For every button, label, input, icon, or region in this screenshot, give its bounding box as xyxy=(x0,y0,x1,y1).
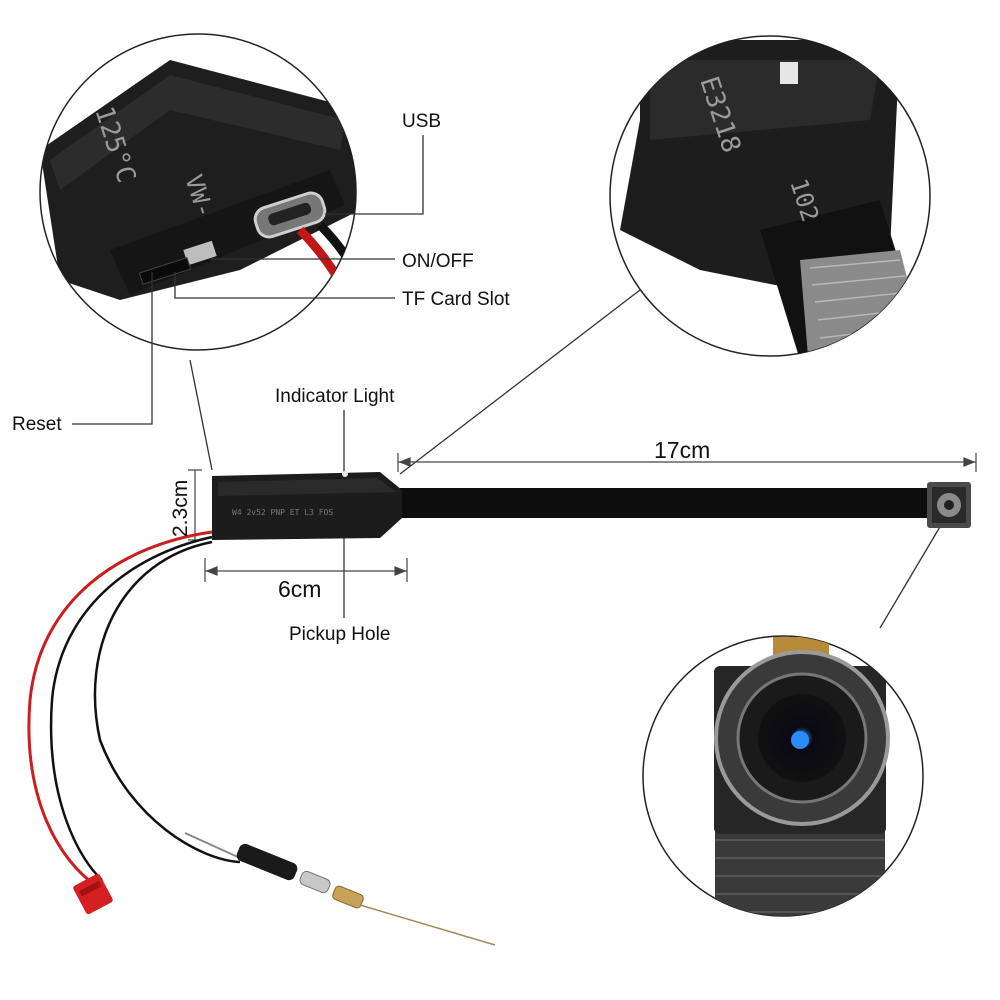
power-wires xyxy=(27,530,241,887)
dimension-board-height: 2.3cm xyxy=(169,480,192,537)
zoom-circle-lens xyxy=(642,635,924,917)
label-reset: Reset xyxy=(12,414,62,435)
camera-module-assembly: W4 2v52 PNP ET L3 FOS xyxy=(212,471,971,540)
leader-lines xyxy=(72,135,945,629)
dimension-cable-length: 17cm xyxy=(654,437,710,463)
zoom-circle-ports: 125°C VW- xyxy=(39,33,357,351)
label-indicator-light: Indicator Light xyxy=(275,386,395,407)
jst-connector xyxy=(73,873,113,915)
dimension-board-length: 6cm xyxy=(278,576,321,602)
label-on-off: ON/OFF xyxy=(402,251,474,272)
label-usb: USB xyxy=(402,111,441,132)
dimension-arrows xyxy=(188,453,977,582)
zoom-circle-connector: E3218 102 xyxy=(609,35,931,357)
antenna-probe xyxy=(184,832,496,946)
svg-text:W4 2v52 PNP ET L3 FOS: W4 2v52 PNP ET L3 FOS xyxy=(232,508,333,517)
label-tf-card-slot: TF Card Slot xyxy=(402,289,510,310)
label-pickup-hole: Pickup Hole xyxy=(289,624,390,645)
